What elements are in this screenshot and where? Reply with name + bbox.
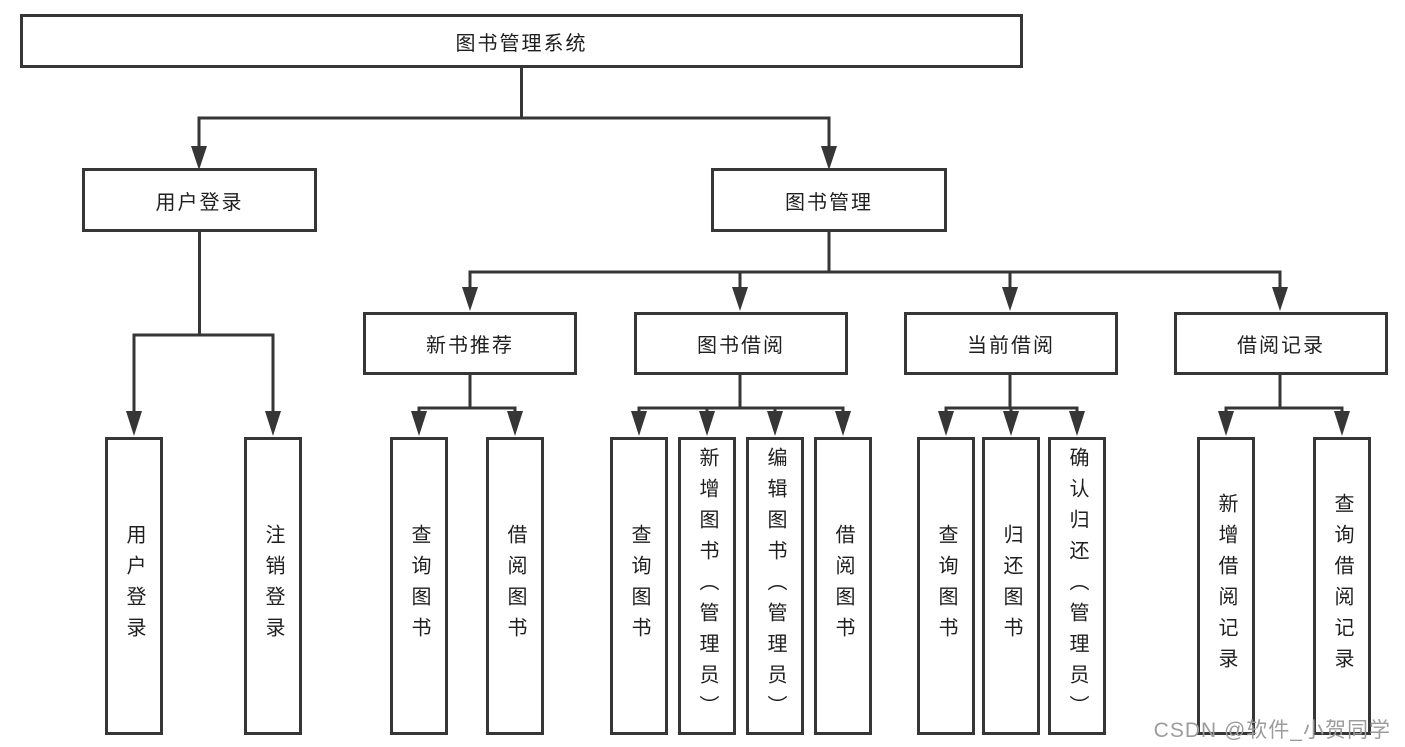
arrow-to-current-borrow	[1002, 287, 1018, 311]
arrow-to-leaf-borrow-books-2	[835, 411, 851, 436]
leaf-borrow-books-label: 借阅图书	[832, 524, 854, 648]
connector-root-branch	[197, 66, 831, 147]
leaf-query-books-recommend: 查询图书	[390, 437, 448, 735]
leaf-query-books-borrow-label: 查询图书	[628, 524, 650, 648]
leaf-query-books-current-label: 查询图书	[935, 524, 957, 648]
leaf-borrow-books-recommend-label: 借阅图书	[504, 524, 526, 648]
connector-records-branch	[1224, 373, 1344, 413]
arrow-to-user-login	[191, 146, 207, 170]
leaf-query-books-current: 查询图书	[917, 437, 975, 735]
node-new-book-recommend: 新书推荐	[363, 312, 577, 375]
node-book-management: 图书管理	[711, 168, 947, 232]
leaf-add-book-admin: 新增图书（管理员）	[678, 437, 736, 735]
leaf-logout-label: 注销登录	[262, 524, 284, 648]
arrow-to-book-management	[821, 146, 837, 170]
leaf-return-book-label: 归还图书	[1000, 524, 1022, 648]
node-book-borrow-label: 图书借阅	[697, 335, 785, 357]
leaf-query-borrow-record-label: 查询借阅记录	[1331, 493, 1353, 679]
node-user-login: 用户登录	[82, 168, 317, 232]
arrow-to-leaf-query-books-2	[631, 411, 647, 436]
node-borrow-records: 借阅记录	[1174, 312, 1388, 375]
csdn-watermark: CSDN @软件_小贺同学	[1153, 719, 1391, 742]
leaf-edit-book-admin-label: 编辑图书（管理员）	[764, 446, 786, 726]
node-library-system: 图书管理系统	[20, 14, 1023, 68]
node-user-login-label: 用户登录	[155, 191, 244, 214]
leaf-borrow-books: 借阅图书	[814, 437, 872, 735]
connector-recommend-branch	[417, 373, 517, 413]
arrow-to-leaf-add-record	[1218, 411, 1234, 436]
node-new-book-recommend-label: 新书推荐	[426, 335, 514, 357]
leaf-user-login: 用户登录	[105, 437, 163, 735]
leaf-add-borrow-record-label: 新增借阅记录	[1215, 493, 1237, 679]
arrow-to-leaf-query-books-1	[411, 411, 427, 436]
node-book-borrow: 图书借阅	[634, 312, 848, 375]
arrow-to-leaf-confirm-return	[1069, 411, 1085, 436]
arrow-to-borrow-records	[1272, 287, 1288, 311]
node-current-borrow-label: 当前借阅	[967, 335, 1055, 357]
arrow-to-leaf-return-book	[1003, 411, 1019, 436]
arrow-to-book-borrow	[732, 287, 748, 311]
node-borrow-records-label: 借阅记录	[1237, 335, 1325, 357]
arrow-to-leaf-logout	[265, 411, 281, 436]
leaf-query-books-recommend-label: 查询图书	[408, 524, 430, 648]
leaf-logout: 注销登录	[244, 437, 302, 735]
connector-mgmt-branch	[468, 230, 1282, 288]
connector-login-branch	[132, 230, 275, 411]
node-library-system-label: 图书管理系统	[455, 32, 588, 55]
arrow-to-leaf-edit-book	[767, 411, 783, 436]
arrow-to-leaf-user-login	[126, 411, 142, 436]
connector-current-branch	[944, 373, 1079, 413]
node-current-borrow: 当前借阅	[904, 312, 1118, 375]
leaf-return-book: 归还图书	[982, 437, 1040, 735]
connector-borrow-branch	[637, 373, 845, 413]
leaf-user-login-label: 用户登录	[123, 524, 145, 648]
leaf-confirm-return-admin-label: 确认归还（管理员）	[1066, 446, 1088, 726]
arrow-to-new-book-recommend	[462, 287, 478, 311]
leaf-add-borrow-record: 新增借阅记录	[1197, 437, 1255, 735]
node-book-management-label: 图书管理	[785, 191, 873, 214]
arrow-to-leaf-borrow-books-1	[507, 411, 523, 436]
leaf-query-borrow-record: 查询借阅记录	[1313, 437, 1371, 735]
leaf-query-books-borrow: 查询图书	[610, 437, 668, 735]
leaf-edit-book-admin: 编辑图书（管理员）	[746, 437, 804, 735]
leaf-confirm-return-admin: 确认归还（管理员）	[1048, 437, 1106, 735]
leaf-add-book-admin-label: 新增图书（管理员）	[696, 446, 718, 726]
arrow-to-leaf-query-record	[1334, 411, 1350, 436]
arrow-to-leaf-add-book	[699, 411, 715, 436]
arrow-to-leaf-query-books-3	[938, 411, 954, 436]
leaf-borrow-books-recommend: 借阅图书	[486, 437, 544, 735]
